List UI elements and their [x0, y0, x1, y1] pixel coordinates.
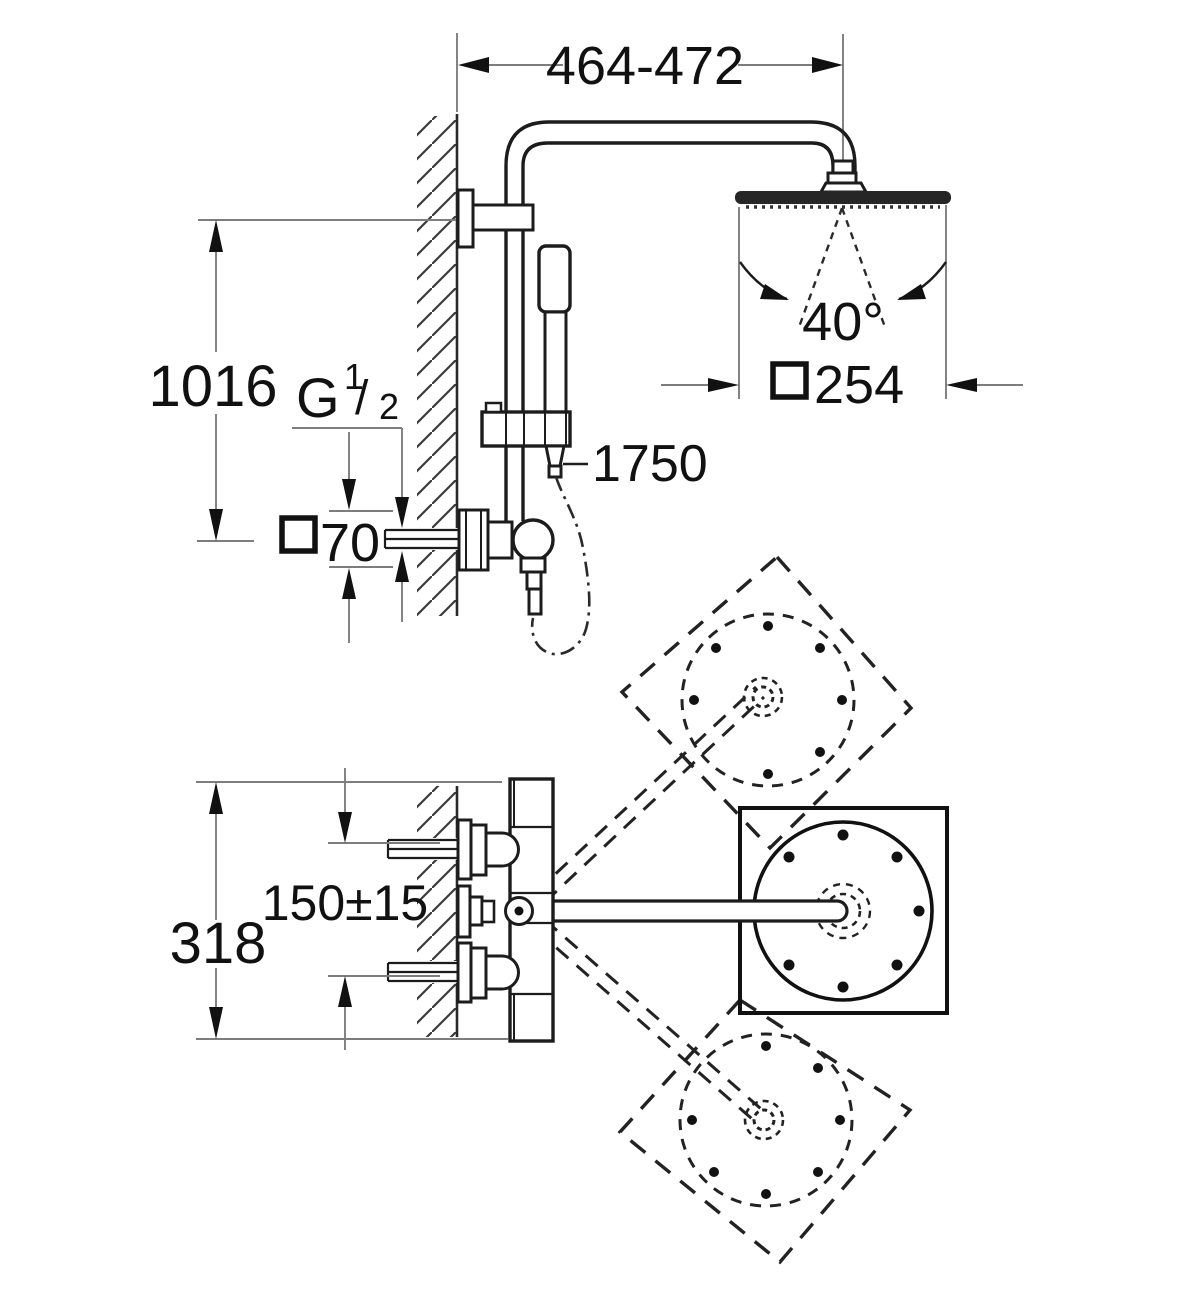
- hand-shower-outlet-cone: [544, 444, 566, 468]
- nozzle-dots-solid: [783, 829, 925, 993]
- dim-hose-length: 1750: [592, 435, 708, 493]
- plan-view: 318 150±15: [170, 554, 949, 1265]
- thread-slash: /: [355, 372, 369, 425]
- valve-body: [486, 520, 514, 560]
- spray-angle-cone: [739, 207, 947, 331]
- ball-joint-base: [818, 181, 869, 194]
- dim-head-square: 254: [814, 355, 904, 415]
- extension-lines-plan: [196, 768, 508, 1050]
- thread-numerator: 1: [344, 356, 364, 397]
- hand-shower: [480, 244, 572, 479]
- shower-arm-plan: [528, 899, 849, 923]
- square-symbol-70: [279, 515, 318, 554]
- hand-shower-grip: [537, 244, 572, 314]
- swivel-arm-lower: [535, 918, 769, 1127]
- thread-denominator: 2: [379, 386, 399, 427]
- hose-nipple: [547, 464, 563, 479]
- wall-bracket-arm: [471, 203, 535, 232]
- shower-pipe-inner: [521, 141, 835, 521]
- dim-trim-height: 318: [170, 911, 267, 976]
- valve-knob: [511, 518, 555, 562]
- dimension-arrows-side: [209, 57, 977, 599]
- head-shower-side: [735, 159, 951, 209]
- nozzle-dots-upper: [689, 621, 847, 779]
- dim-escutcheon-square: 70: [320, 513, 380, 573]
- dim-top-width: 464-472: [546, 36, 744, 96]
- thread-letter: G: [296, 366, 340, 429]
- ball-joint-top: [831, 159, 855, 175]
- side-view: 464-472 1016 G 1 / 2 70 1750 40° 254: [148, 33, 1023, 656]
- wall-bracket-plate: [456, 188, 475, 249]
- dim-supply-spacing: 150±15: [262, 875, 428, 931]
- swivel-position-upper: [619, 554, 914, 851]
- swivel-position-lower: [617, 997, 913, 1265]
- supply-stub: [383, 528, 460, 550]
- arm-joint-plan: [456, 884, 534, 939]
- slider-holder-tab: [484, 401, 503, 414]
- hand-shower-body: [543, 310, 568, 415]
- dimension-arrows-plan: [209, 782, 352, 1039]
- square-symbol-254: [770, 361, 809, 400]
- dim-column-height: 1016: [148, 354, 277, 419]
- shower-pipe-outer: [504, 120, 857, 521]
- dim-spray-angle: 40°: [802, 292, 884, 352]
- valve-plan-upper: [386, 818, 520, 881]
- wall-hatching-plan: [417, 786, 457, 1037]
- hose-outlet: [527, 587, 543, 616]
- head-shower-plate: [735, 191, 951, 204]
- shower-hose: [530, 476, 591, 656]
- swivel-arm-upper: [534, 685, 766, 904]
- nozzle-dots-lower: [687, 1041, 845, 1199]
- extension-lines-side: [197, 33, 1023, 643]
- slider-holder: [480, 410, 572, 448]
- valve-plan-lower: [386, 941, 520, 1004]
- valve-escutcheon: [457, 508, 490, 572]
- thermostat-valve: [457, 508, 555, 616]
